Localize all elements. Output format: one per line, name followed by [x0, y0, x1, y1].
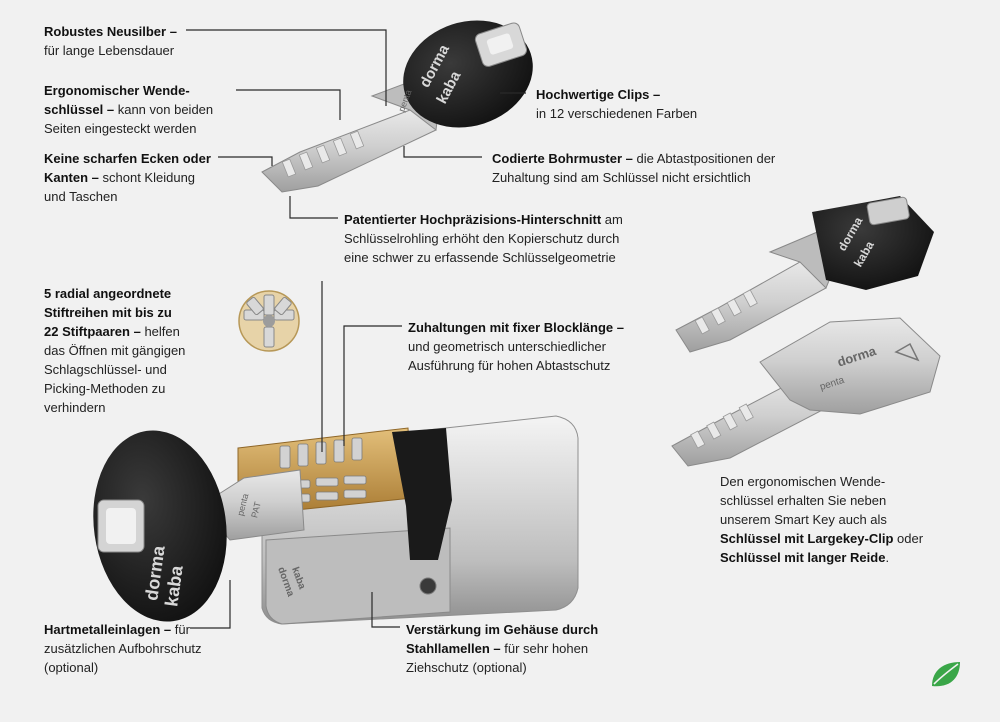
leaf-icon [932, 662, 960, 687]
callout-stiftreihen-text-3: Schlagschlüssel- und [44, 362, 167, 377]
callout-ecken-title-1: Keine scharfen Ecken oder [44, 151, 211, 166]
callout-stiftreihen-title-2: Stiftreihen mit bis zu [44, 305, 172, 320]
callout-ecken-text-2: und Taschen [44, 189, 118, 204]
top-key-blade [261, 109, 437, 193]
right-key-clip-cuts [694, 289, 758, 335]
callout-stiftreihen-text-2: das Öffnen mit gängigen [44, 343, 186, 358]
callout-stiftreihen: 5 radial angeordnete Stiftreihen mit bis… [44, 284, 185, 417]
callout-wende-text-1: kann von beiden [114, 102, 214, 117]
right-key-long-cuts [690, 403, 754, 449]
pin-stack-inset [238, 290, 300, 352]
callout-wendeschluessel: Ergonomischer Wende- schlüssel – kann vo… [44, 81, 213, 138]
callout-zuhaltungen-text-1: und geometrisch unterschiedlicher [408, 339, 606, 354]
callout-smartkey-line-1: Den ergonomischen Wende- [720, 474, 886, 489]
top-key-cuts [281, 130, 365, 178]
callout-hinterschnitt-title: Patentierter Hochpräzisions-Hinterschnit… [344, 212, 602, 227]
cylinder-cam [392, 428, 452, 560]
callout-bohrmuster-text-2: Zuhaltung sind am Schlüssel nicht ersich… [492, 170, 751, 185]
callout-smartkey-line-2: schlüssel erhalten Sie neben [720, 493, 887, 508]
callout-stiftreihen-text-5: verhindern [44, 400, 106, 415]
callout-hartmetall: Hartmetalleinlagen – für zusätzlichen Au… [44, 620, 202, 677]
callout-hartmetall-text-1: für [171, 622, 190, 637]
callout-hartmetall-text-2: zusätzlichen Aufbohrschutz [44, 641, 202, 656]
callout-hartmetall-title: Hartmetalleinlagen – [44, 622, 172, 637]
callout-smartkey-rest-1: oder [893, 531, 924, 546]
callout-smartkey-bold-2: Schlüssel mit langer Reide [720, 550, 886, 565]
callout-clips-text: in 12 verschiedenen Farben [536, 106, 698, 121]
callout-verstaerkung-text-2: Ziehschutz (optional) [406, 660, 527, 675]
callout-wende-title-2: schlüssel – [44, 102, 115, 117]
callout-stiftreihen-title-1: 5 radial angeordnete [44, 286, 172, 301]
callout-wende-text-2: Seiten eingesteckt werden [44, 121, 197, 136]
callout-verstaerkung-text-1: für sehr hohen [500, 641, 589, 656]
leader-lines [186, 29, 526, 629]
callout-ecken-title-2: Kanten – [44, 170, 99, 185]
callout-bohrmuster: Codierte Bohrmuster – die Abtastposition… [492, 149, 775, 187]
callout-hinterschnitt-text-1: am [601, 212, 623, 227]
callout-smartkey-rest-2: . [885, 550, 890, 565]
bottom-key-pat: PAT [249, 500, 263, 519]
lock-cylinder: dorma kaba [237, 415, 579, 625]
cylinder-lower-housing [265, 527, 451, 625]
bottom-key-clip [93, 430, 227, 622]
callout-smartkey: Den ergonomischen Wende- schlüssel erhal… [720, 472, 923, 567]
right-key-clip: dorma kaba [675, 196, 934, 353]
callout-hartmetall-text-3: (optional) [44, 660, 99, 675]
callout-verstaerkung-title-1: Verstärkung im Gehäuse durch [406, 622, 599, 637]
cylinder-screw-hole [419, 577, 437, 595]
callout-verstaerkung: Verstärkung im Gehäuse durch Stahllamell… [406, 620, 598, 677]
callout-bohrmuster-text-1: die Abtastpositionen der [632, 151, 776, 166]
callout-ecken-text-1: schont Kleidung [98, 170, 196, 185]
callout-zuhaltungen-text-2: Ausführung für hohen Abtastschutz [408, 358, 611, 373]
callout-stiftreihen-text-4: Picking-Methoden zu [44, 381, 166, 396]
callout-verstaerkung-title-2: Stahllamellen – [406, 641, 501, 656]
callout-hinterschnitt: Patentierter Hochpräzisions-Hinterschnit… [344, 210, 623, 267]
top-key: dorma kaba penta [261, 20, 533, 193]
callout-wende-title-1: Ergonomischer Wende- [44, 83, 190, 98]
callout-stiftreihen-text-1: helfen [140, 324, 180, 339]
right-key-long-head [759, 317, 941, 415]
callout-bohrmuster-title: Codierte Bohrmuster – [492, 151, 633, 166]
callout-neusilber-title: Robustes Neusilber – [44, 24, 177, 39]
callout-clips-title: Hochwertige Clips – [536, 87, 661, 102]
callout-neusilber: Robustes Neusilber – für lange Lebensdau… [44, 22, 177, 60]
callout-clips: Hochwertige Clips – in 12 verschiedenen … [536, 85, 697, 123]
callout-zuhaltungen-title: Zuhaltungen mit fixer Blocklänge – [408, 320, 624, 335]
callout-stiftreihen-title-3: 22 Stiftpaaren – [44, 324, 141, 339]
callout-hinterschnitt-text-2: Schlüsselrohling erhöht den Kopierschutz… [344, 231, 620, 246]
callout-ecken: Keine scharfen Ecken oder Kanten – schon… [44, 149, 211, 206]
callout-zuhaltungen: Zuhaltungen mit fixer Blocklänge – und g… [408, 318, 624, 375]
callout-neusilber-text: für lange Lebensdauer [44, 43, 175, 58]
callout-smartkey-bold-1: Schlüssel mit Largekey-Clip [720, 531, 894, 546]
bottom-key: penta PAT dorma kaba [93, 430, 305, 622]
callout-hinterschnitt-text-3: eine schwer zu erfassende Schlüsselgeome… [344, 250, 616, 265]
right-key-long: dorma penta [671, 317, 941, 467]
callout-smartkey-line-3: unserem Smart Key auch als [720, 512, 887, 527]
